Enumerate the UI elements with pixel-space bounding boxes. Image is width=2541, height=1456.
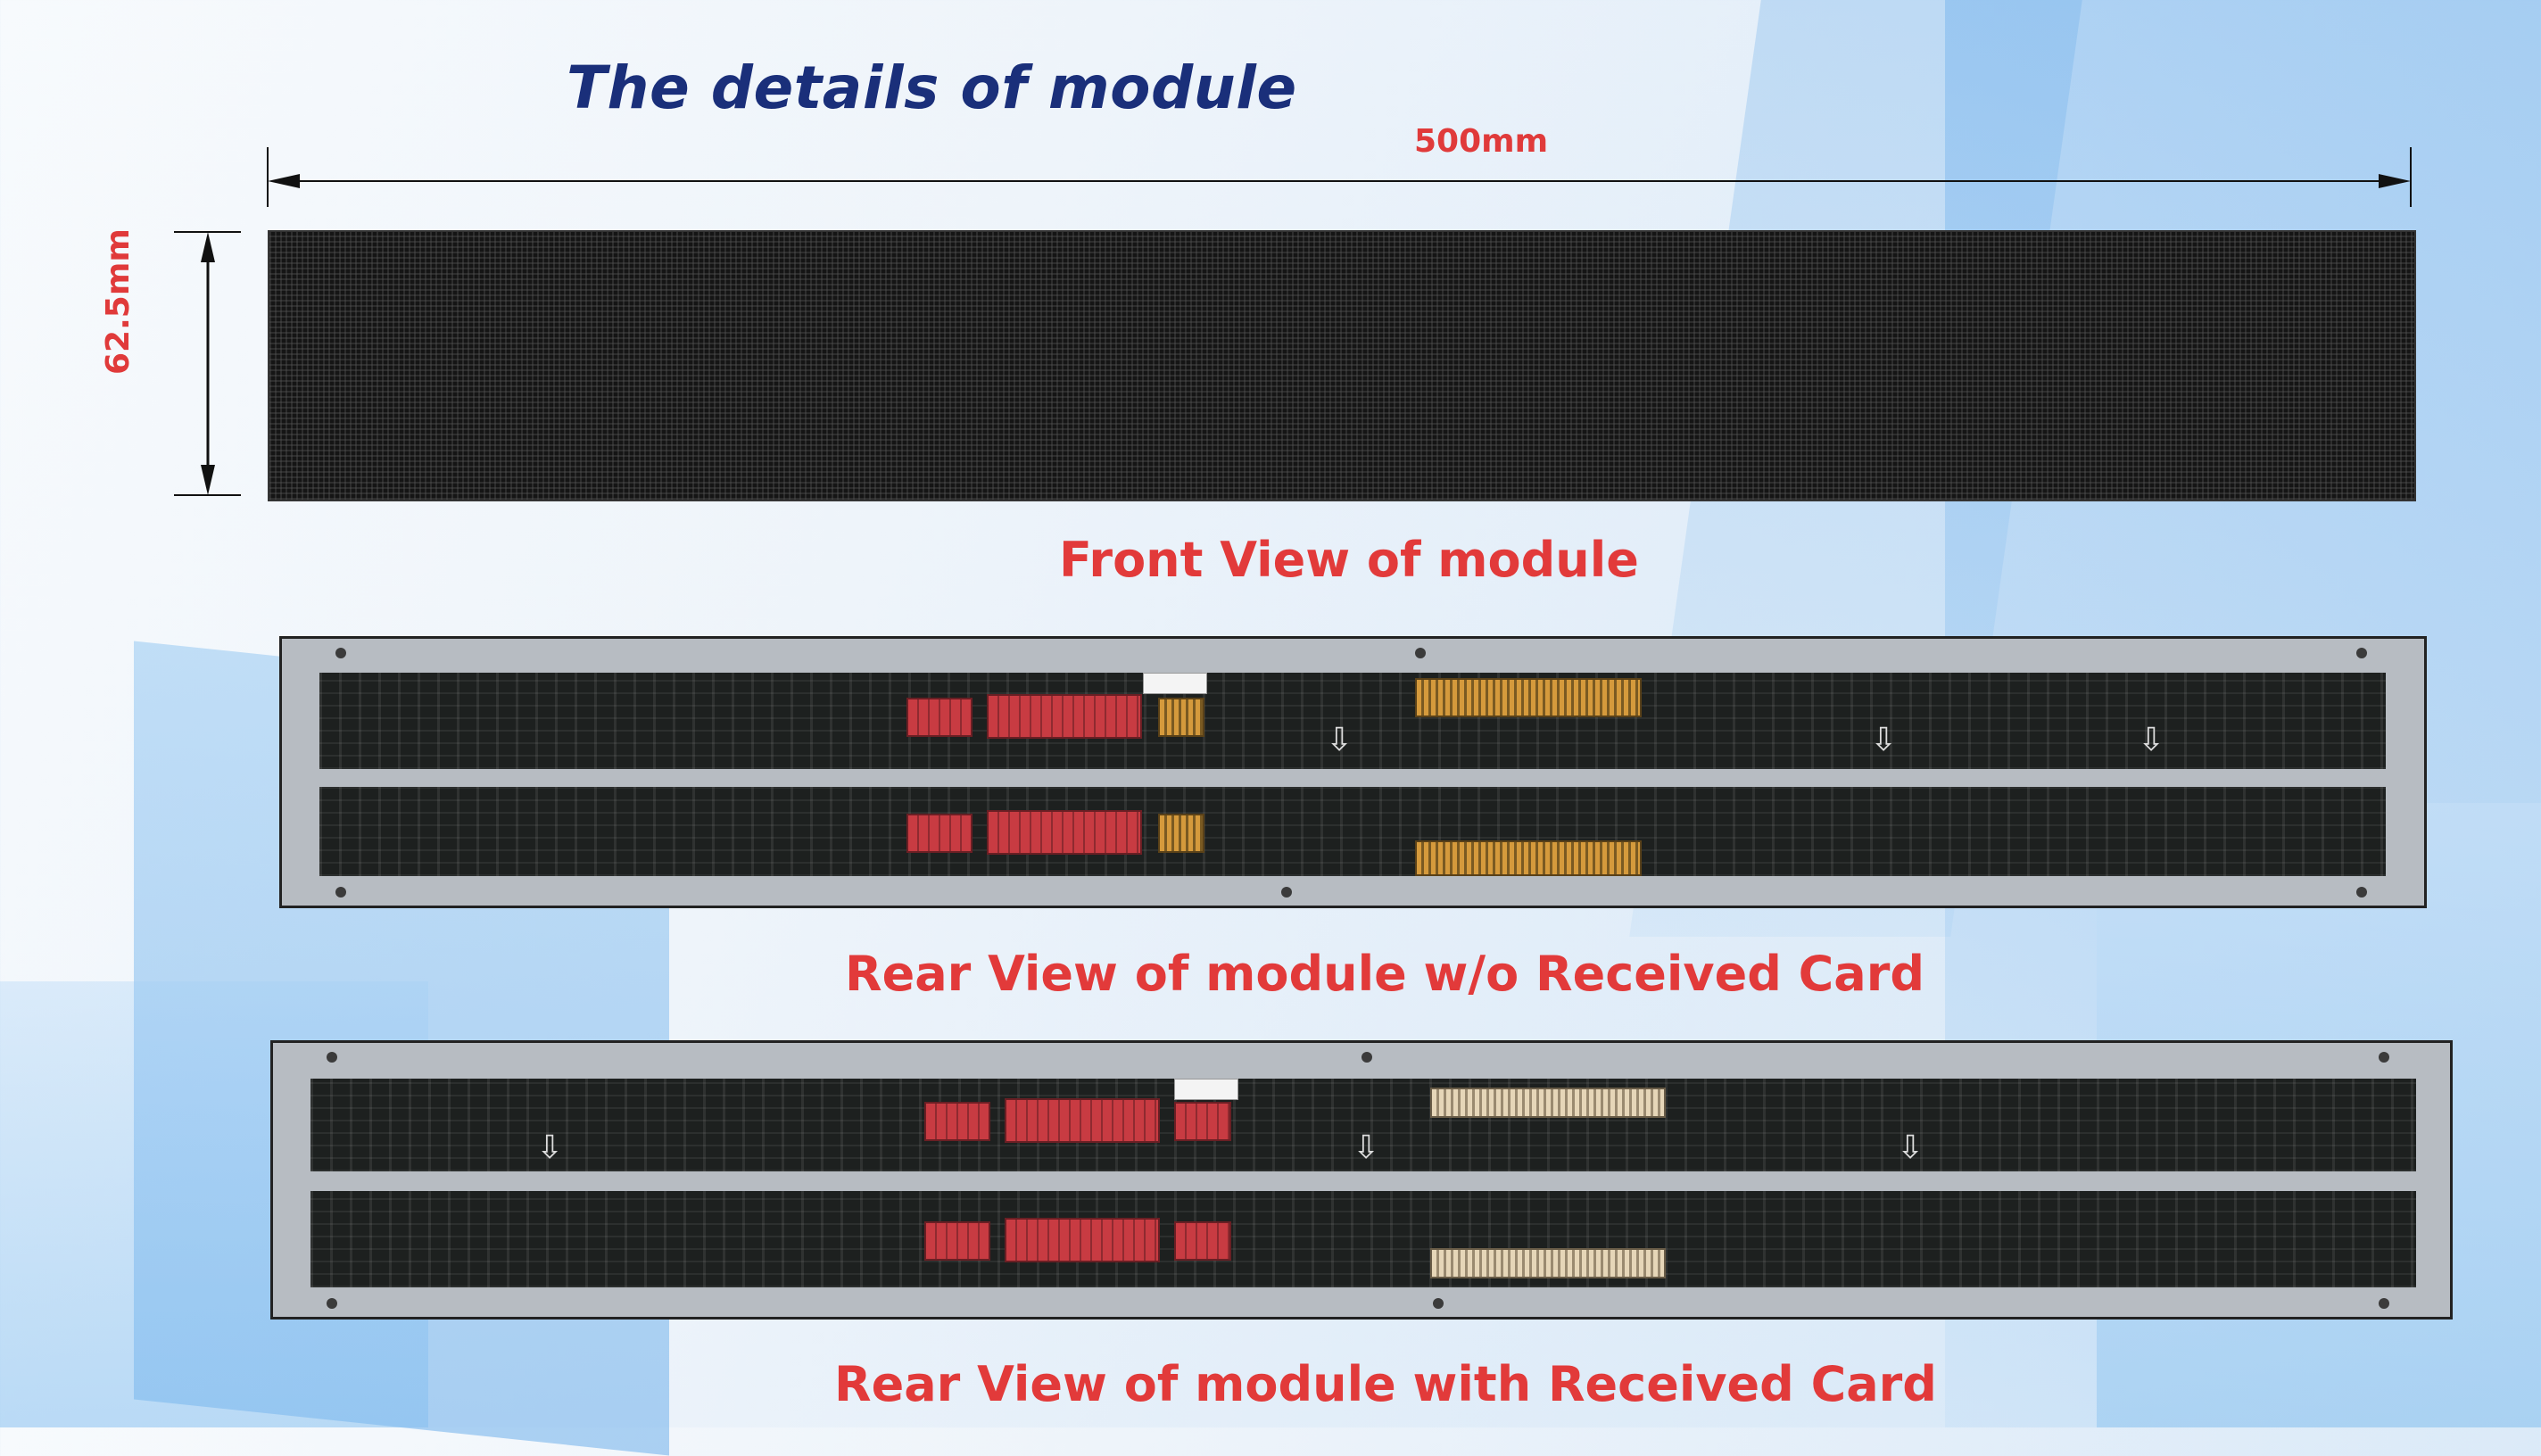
serial-label	[1174, 1079, 1238, 1100]
screw-hole	[2379, 1298, 2389, 1309]
driver-chip	[987, 694, 1142, 739]
serial-label	[1143, 673, 1207, 694]
driver-chip	[924, 1102, 990, 1141]
rear-view-with-card: ⇩ ⇩ ⇩	[270, 1040, 2453, 1320]
arrow-marker-icon: ⇩	[2138, 722, 2165, 758]
screw-hole	[2379, 1052, 2389, 1063]
rear-view-without-card: ⇩ ⇩ ⇩	[279, 636, 2427, 908]
driver-chip	[1005, 1218, 1160, 1262]
hub-connector	[1415, 678, 1642, 717]
connector-pins	[1158, 814, 1204, 853]
driver-chip	[924, 1221, 990, 1261]
hub-connector	[1415, 840, 1642, 876]
pcb-upper	[310, 1079, 2416, 1171]
pcb-lower	[319, 787, 2386, 876]
pcb-upper	[319, 673, 2386, 769]
driver-chip	[906, 814, 973, 853]
front-view-led-panel	[268, 230, 2416, 501]
width-dimension-label: 500mm	[1414, 123, 1549, 160]
driver-chip	[906, 698, 973, 737]
driver-chip	[1174, 1102, 1231, 1141]
arrow-marker-icon: ⇩	[1353, 1129, 1380, 1166]
height-dimension-label: 62.5mm	[100, 228, 137, 375]
screw-hole	[1433, 1298, 1444, 1309]
page-title: The details of module	[567, 54, 1297, 122]
driver-chip	[1005, 1098, 1160, 1143]
rear-view-without-card-caption: Rear View of module w/o Received Card	[845, 946, 1925, 1002]
screw-hole	[1362, 1052, 1372, 1063]
driver-chip	[1174, 1221, 1231, 1261]
screw-hole	[327, 1052, 337, 1063]
screw-hole	[327, 1298, 337, 1309]
arrow-marker-icon: ⇩	[536, 1129, 564, 1166]
arrow-marker-icon: ⇩	[1897, 1129, 1924, 1166]
arrow-marker-icon: ⇩	[1870, 722, 1898, 758]
arrow-marker-icon: ⇩	[1326, 722, 1353, 758]
screw-hole	[2356, 887, 2367, 898]
receiving-card-connector	[1430, 1248, 1666, 1278]
connector-pins	[1158, 698, 1204, 737]
receiving-card-connector	[1430, 1088, 1666, 1118]
screw-hole	[335, 648, 346, 658]
driver-chip	[987, 810, 1142, 855]
pcb-lower	[310, 1191, 2416, 1287]
screw-hole	[1415, 648, 1426, 658]
screw-hole	[2356, 648, 2367, 658]
front-view-caption: Front View of module	[1059, 532, 1639, 588]
rear-view-with-card-caption: Rear View of module with Received Card	[834, 1356, 1937, 1412]
screw-hole	[1281, 887, 1292, 898]
screw-hole	[335, 887, 346, 898]
